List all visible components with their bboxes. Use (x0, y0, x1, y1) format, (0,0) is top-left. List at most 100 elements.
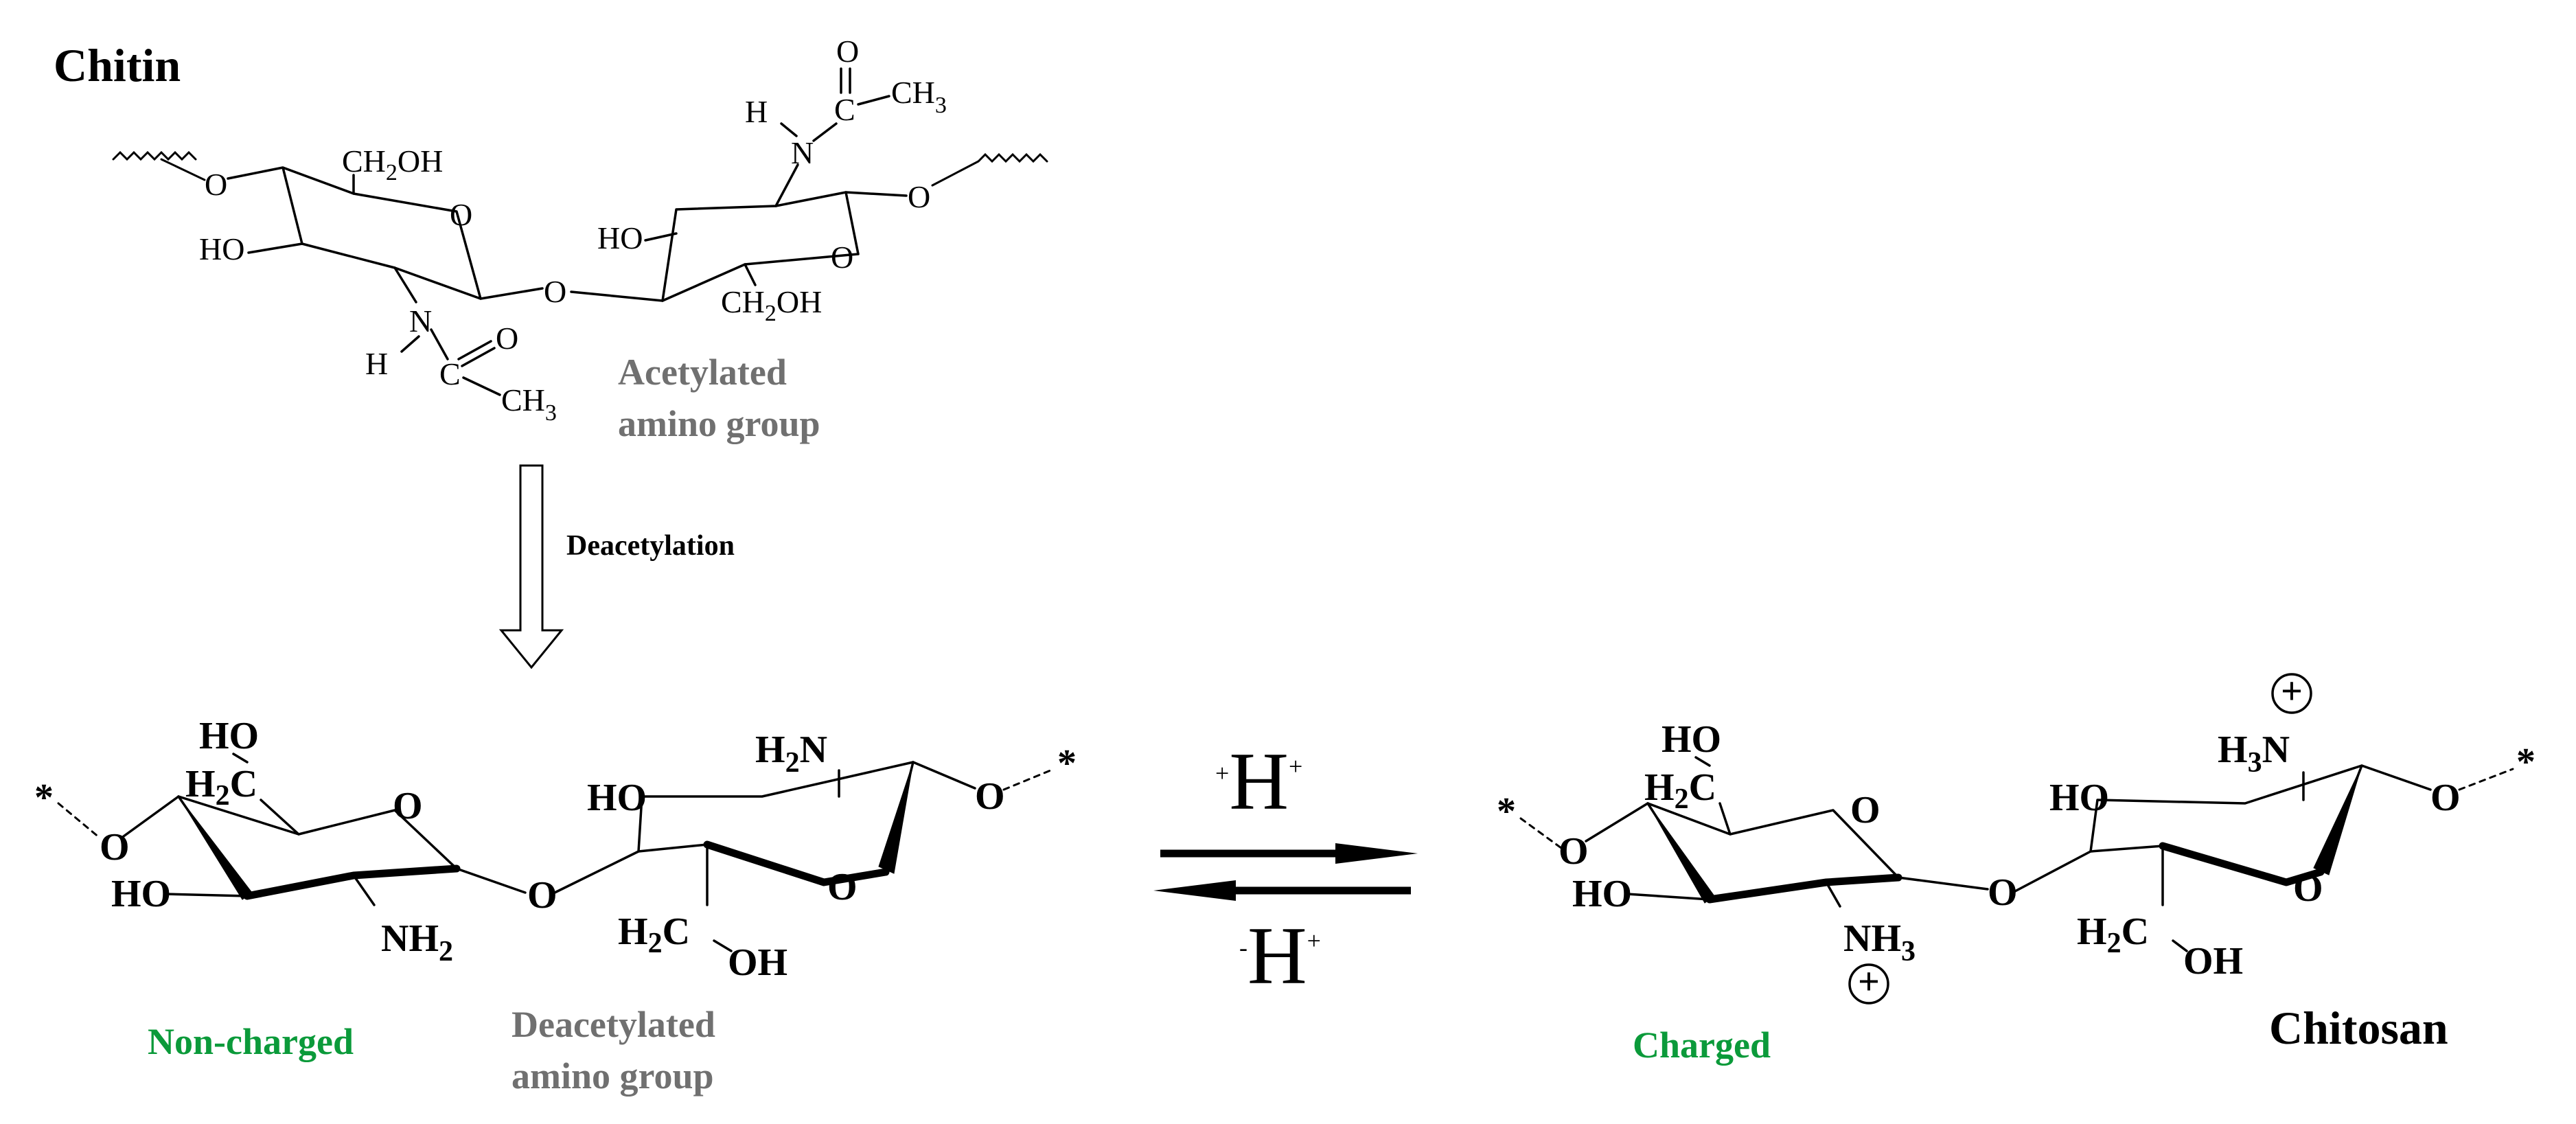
left-ring-2-oh: OH (728, 941, 787, 984)
left-ring-1-wedge (178, 796, 253, 900)
left-star-end: * (1057, 742, 1077, 785)
left-ring-2-wedge (878, 761, 914, 874)
left-ring-1-h2c: H2C (185, 763, 257, 812)
left-unit-o-end: O (975, 775, 1005, 818)
right-chitosan-structure: * O O HO H2C HO NH3 + O O HO + H3N (1497, 670, 2535, 1005)
right-ring-1-front-edge (1705, 873, 1902, 904)
left-glycosidic-o: O (527, 874, 557, 917)
left-ring-2-h2n: H2N (755, 729, 827, 779)
chitin-ring-1-n: N (409, 303, 432, 339)
right-o-end-bond (2360, 764, 2432, 791)
chitin-ring-1 (227, 166, 482, 300)
left-o-ring1-bond (122, 795, 180, 838)
chitin-ring-2-nc-bond (812, 122, 838, 142)
chitin-ring-1-carbonyl-o: O (496, 321, 518, 356)
chitin-ring-2-carbonyl-o: O (836, 34, 859, 69)
chitin-ring-1-n-bond (393, 266, 417, 303)
chitin-ring-1-ch2oh: CH2OH (342, 144, 443, 185)
left-star-start: * (34, 777, 54, 819)
deacetylation-arrow (498, 464, 564, 669)
left-ring-1-oxygen: O (393, 785, 423, 827)
chitin-ring-1-nc-bond (430, 328, 449, 360)
left-ring-1-nh2-bond (352, 874, 376, 906)
chitin-glycosidic-bond-right (570, 290, 664, 302)
chitin-left-o: O (205, 167, 227, 202)
right-ring-2-positive-charge-circle (2271, 673, 2312, 714)
right-ring-2-h3n: H3N (2218, 729, 2290, 779)
left-ring-1-front-edge (243, 864, 461, 900)
chitin-glycosidic-o: O (544, 274, 566, 309)
left-ring-1-ho-bond (232, 753, 249, 764)
left-ring-2-oh-bond (713, 939, 733, 952)
chitin-annotation-line-1: Acetylated (618, 352, 787, 393)
chitin-right-o-bond (844, 191, 908, 197)
chitin-ring-1-c: C (439, 356, 461, 391)
chitin-ring-2-h: H (745, 94, 768, 129)
deacetylation-label: Deacetylation (566, 530, 735, 562)
right-ring-1-positive-charge-circle (1848, 963, 1889, 1005)
right-glycosidic-bond-left (1897, 876, 1989, 891)
chitin-ring-1-h: H (365, 346, 388, 381)
right-ring-1-h2c-bond (1718, 802, 1732, 836)
left-ring-1-ho-top: HO (199, 715, 259, 757)
right-ring-1-ho-bond-2 (1626, 893, 1711, 901)
left-ring-2-oxygen: O (827, 866, 858, 908)
left-ring-2-front-edge (703, 840, 890, 886)
reverse-proton-label: -H+ (1239, 910, 1321, 1001)
right-ring-1-ho: HO (1572, 873, 1632, 915)
chitin-ring-1-oxygen: O (450, 197, 472, 232)
right-star-end: * (2516, 741, 2535, 783)
forward-proton-label: +H+ (1215, 735, 1302, 827)
left-dashed-link-start (57, 802, 101, 839)
reverse-arrow-head (1153, 880, 1236, 901)
right-ring-2-oh: OH (2183, 940, 2243, 983)
left-ring-1-nh2: NH2 (381, 917, 453, 967)
left-chitosan-structure: * O O HO H2C HO NH2 O O HO H2N (34, 715, 1077, 984)
chitin-ring-2-ho: HO (597, 220, 643, 255)
left-dashed-link-end (1002, 768, 1055, 791)
chitosan-title: Chitosan (2269, 1002, 2448, 1054)
right-ring-1-ho-bond (1694, 756, 1711, 767)
right-dashed-link-start (1519, 817, 1565, 851)
right-ring-1-positive-charge: + (1858, 961, 1880, 1003)
chitin-ring-1-ch3: CH3 (501, 382, 557, 426)
forward-arrow-head (1335, 843, 1418, 864)
left-annotation-line-1: Deacetylated (511, 1004, 715, 1045)
chitin-ring-1-cch3-bond (462, 376, 501, 396)
right-ring-1-nh3: NH3 (1843, 917, 1916, 967)
left-o-end-bond (912, 761, 976, 790)
chitin-ring-2-co-double-bond (840, 67, 851, 94)
chitin-ring-2-ch3: CH3 (891, 75, 947, 118)
chitin-glycosidic-bond-left (479, 287, 544, 300)
chitin-left-chain-end (112, 150, 206, 181)
right-ring-1-oxygen: O (1850, 789, 1881, 831)
left-ring-2-ho: HO (587, 777, 647, 819)
left-glycosidic-bond-left (455, 867, 527, 894)
chitin-title: Chitin (54, 39, 181, 91)
left-state-label: Non-charged (148, 1021, 354, 1062)
right-ring-2-oxygen: O (2293, 867, 2323, 910)
chitin-structure: O O CH2OH HO N H C O CH3 O O HO CH2OH (112, 34, 1048, 426)
right-unit-o-start: O (1559, 830, 1589, 873)
chitin-ring-1-ho-bond (247, 242, 303, 254)
chitin-ring-2-ch2oh-bond (744, 263, 757, 286)
right-ring-1-h2c: H2C (1644, 766, 1716, 815)
right-star-start: * (1497, 790, 1516, 833)
chitin-annotation-line-2: amino group (618, 403, 820, 444)
chitin-ring-2-nh-bond (780, 122, 798, 137)
left-ring-2-h2c: H2C (618, 910, 690, 959)
right-o-ring1-bond (1585, 802, 1649, 842)
left-ring-2-upper (637, 761, 915, 873)
chitin-ring-2-n-bond (774, 163, 799, 207)
chitin-right-chain-end (931, 152, 1048, 187)
left-ring-1-ho-bond-2 (163, 893, 249, 897)
right-dashed-link-end (2458, 768, 2514, 791)
chitin-right-o: O (908, 179, 930, 214)
right-ring-1-wedge (1647, 803, 1715, 904)
right-ring-1-ho-top: HO (1661, 718, 1721, 761)
right-ring-2-positive-charge: + (2281, 670, 2303, 713)
right-glycosidic-bond-right (2014, 850, 2092, 893)
right-ring-2-h2c: H2C (2077, 910, 2149, 959)
